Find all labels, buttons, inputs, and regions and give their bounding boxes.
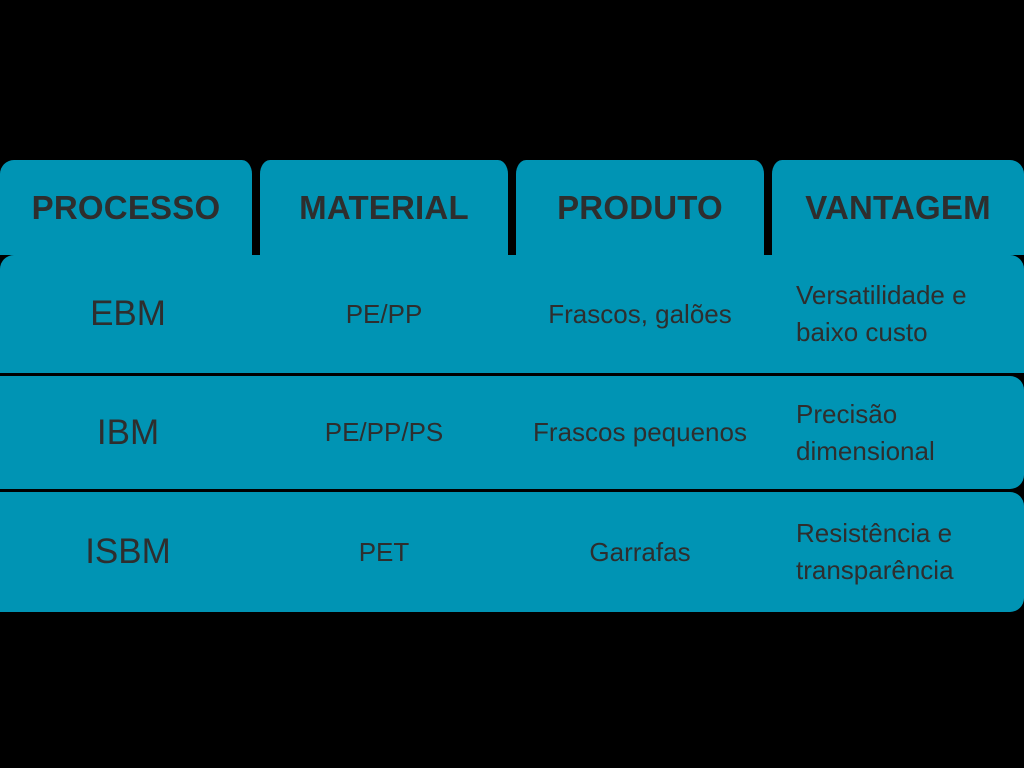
cell-value-material: PE/PP/PS xyxy=(324,417,444,448)
cell-processo: EBM xyxy=(0,255,256,373)
column-header-label-material: MATERIAL xyxy=(299,189,469,226)
cell-value-vantagem: Versatilidade e baixo custo xyxy=(796,280,967,347)
cell-processo: IBM xyxy=(0,376,256,489)
cell-produto: Garrafas xyxy=(512,492,768,612)
cell-material: PET xyxy=(256,492,512,612)
table-body: EBM PE/PP Frascos, galões Versatilidade … xyxy=(0,255,1024,612)
cell-processo: ISBM xyxy=(0,492,256,612)
table-header-cell-vantagem: VANTAGEM xyxy=(768,160,1024,255)
comparison-table: PROCESSO MATERIAL PRODUTO VANTAGEM EBM P… xyxy=(0,160,1024,612)
cell-vantagem: Precisão dimensional xyxy=(768,376,1024,489)
cell-material: PE/PP/PS xyxy=(256,376,512,489)
cell-vantagem: Resistência e transparência xyxy=(768,492,1024,612)
column-header-label-processo: PROCESSO xyxy=(31,189,221,226)
table-row: EBM PE/PP Frascos, galões Versatilidade … xyxy=(0,255,1024,373)
cell-produto: Frascos pequenos xyxy=(512,376,768,489)
table-row: ISBM PET Garrafas Resistência e transpar… xyxy=(0,489,1024,612)
cell-produto: Frascos, galões xyxy=(512,255,768,373)
cell-material: PE/PP xyxy=(256,255,512,373)
table-header-cell-processo: PROCESSO xyxy=(0,160,256,255)
table-header-row: PROCESSO MATERIAL PRODUTO VANTAGEM xyxy=(0,160,1024,255)
cell-value-processo: EBM xyxy=(90,294,166,333)
cell-value-material: PET xyxy=(358,536,410,567)
cell-value-produto: Garrafas xyxy=(589,536,691,567)
cell-value-vantagem: Resistência e transparência xyxy=(796,518,954,585)
cell-value-processo: ISBM xyxy=(85,532,171,571)
column-header-label-vantagem: VANTAGEM xyxy=(805,189,991,226)
cell-value-material: PE/PP xyxy=(345,298,423,329)
cell-value-processo: IBM xyxy=(96,412,160,452)
cell-vantagem: Versatilidade e baixo custo xyxy=(768,255,1024,373)
cell-value-produto: Frascos, galões xyxy=(548,298,732,329)
table-row: IBM PE/PP/PS Frascos pequenos Precisão d… xyxy=(0,373,1024,489)
column-header-label-produto: PRODUTO xyxy=(557,189,723,226)
table-header-cell-produto: PRODUTO xyxy=(512,160,768,255)
table-header-cell-material: MATERIAL xyxy=(256,160,512,255)
cell-value-vantagem: Precisão dimensional xyxy=(796,398,935,466)
cell-value-produto: Frascos pequenos xyxy=(533,417,747,448)
